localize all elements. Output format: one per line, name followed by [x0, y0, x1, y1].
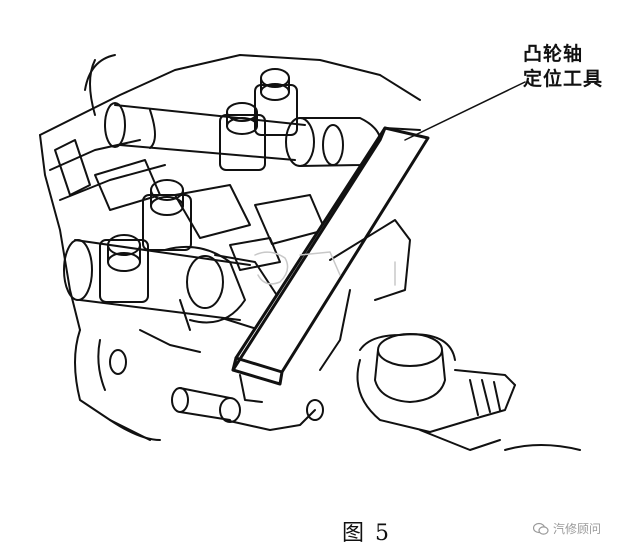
- callout-leader-line: [404, 81, 526, 141]
- callout-label: 凸轮轴 定位工具: [523, 42, 603, 92]
- source-watermark: 汽修顾问: [533, 520, 601, 537]
- callout-line-1: 凸轮轴: [523, 43, 584, 65]
- callout-line-2: 定位工具: [523, 68, 604, 90]
- wechat-chat-icon: [533, 522, 549, 535]
- figure-caption: 图 5: [342, 521, 391, 546]
- cylinder-head-outline: [39, 54, 421, 441]
- upper-bearing-caps: [219, 68, 298, 171]
- watermark-text: 汽修顾问: [553, 522, 602, 536]
- lower-bearing-caps: [99, 179, 192, 303]
- center-watermark-shape: [254, 251, 396, 286]
- lower-linkage: [97, 329, 324, 441]
- right-housing: [319, 219, 581, 451]
- lower-camshaft: [63, 239, 281, 331]
